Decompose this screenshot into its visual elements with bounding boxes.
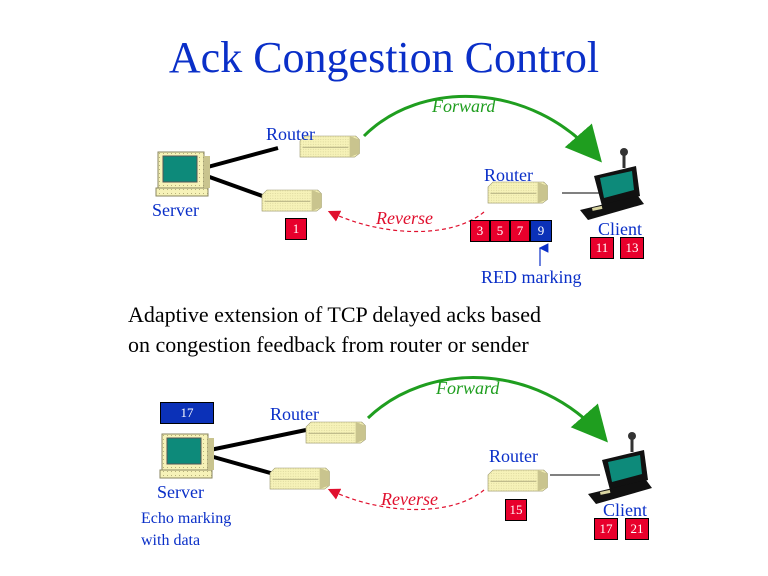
packet: 17 [594,518,618,540]
packet: 15 [505,499,527,521]
forward-label: Forward [436,378,500,398]
router-label: Router [489,446,538,466]
packet: 11 [590,237,614,259]
laptop-icon [586,430,654,506]
router-label: Router [484,165,533,185]
router-icon [261,189,322,212]
forward-arrow [362,94,602,163]
router-icon [487,181,548,204]
router-icon [269,467,330,490]
server-icon [159,433,215,479]
reverse-label: Reverse [381,489,438,509]
router-label: Router [266,124,315,144]
router-icon [487,469,548,492]
client-label: Client [603,500,647,520]
forward-label: Forward [432,96,496,116]
description-line: on congestion feedback from router or se… [128,332,529,357]
marked-packet: 17 [160,402,214,424]
client-label: Client [598,219,642,239]
reverse-arrow [327,488,485,511]
server-link-forward [203,146,279,170]
packet: 13 [620,237,644,259]
reverse-label: Reverse [376,208,433,228]
server-link-reverse [209,454,275,476]
forward-arrow [366,376,608,443]
echo-note-line: with data [141,532,201,549]
description: Adaptive extension of TCP delayed acks b… [128,300,541,360]
router-label: Router [270,404,319,424]
packet: 3 [470,220,490,242]
page-title: Ack Congestion Control [168,33,600,82]
server-label: Server [157,482,204,502]
top-diagram [155,94,646,266]
packet: 7 [510,220,530,242]
bottom-diagram [159,376,654,511]
packet: 21 [625,518,649,540]
laptop-icon [578,146,646,222]
packet: 5 [490,220,510,242]
description-line: Adaptive extension of TCP delayed acks b… [128,302,542,327]
router-icon [305,421,366,444]
server-icon [155,151,211,197]
packet: 1 [285,218,307,240]
router-queue: 3 5 7 9 [470,220,552,242]
server-link-forward [209,428,307,452]
echo-note: Echo marking with data [141,508,231,552]
server-label: Server [152,200,199,220]
echo-note-line: Echo marking [141,510,232,527]
marked-packet: 9 [530,220,552,242]
server-link-reverse [203,173,269,200]
red-marking-label: RED marking [481,267,582,287]
